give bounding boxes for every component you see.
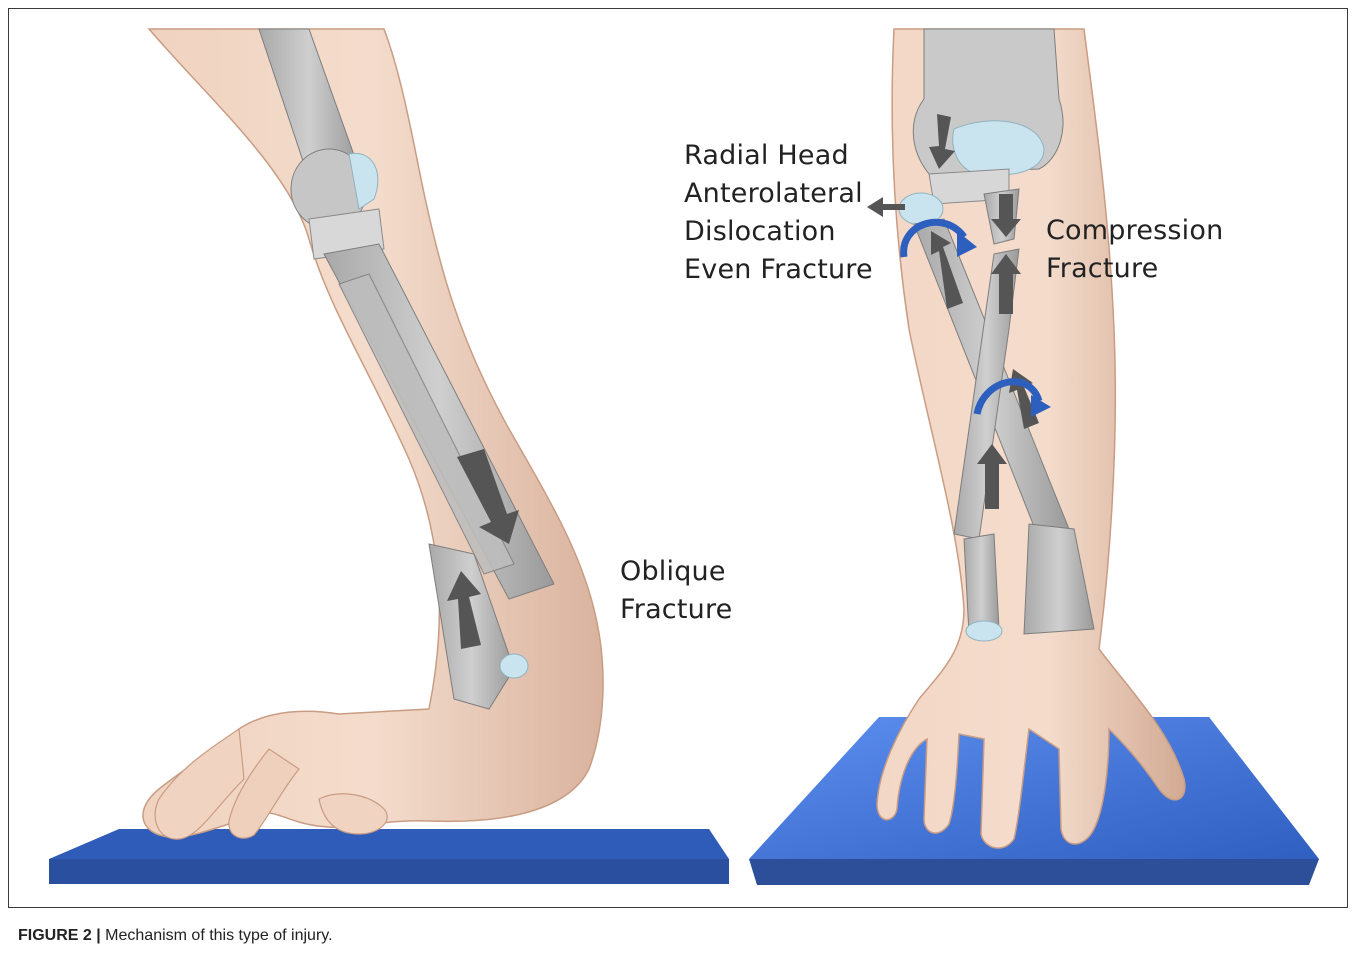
figure-number: FIGURE 2 |	[18, 927, 101, 944]
oblique-fracture-label: Oblique Fracture	[620, 553, 732, 629]
caption-text: Mechanism of this type of injury.	[105, 927, 332, 944]
right-pad	[749, 717, 1319, 859]
compression-fracture-label: Compression Fracture	[1046, 212, 1223, 288]
figure-frame: Oblique Fracture Radial Head Anterolater…	[8, 8, 1348, 908]
figure-caption: FIGURE 2 | Mechanism of this type of inj…	[18, 927, 333, 945]
radial-head-label: Radial Head Anterolateral Dislocation Ev…	[684, 137, 873, 289]
left-arm-illustration	[49, 29, 729, 884]
injury-illustration	[9, 9, 1348, 908]
left-pad	[49, 829, 729, 859]
